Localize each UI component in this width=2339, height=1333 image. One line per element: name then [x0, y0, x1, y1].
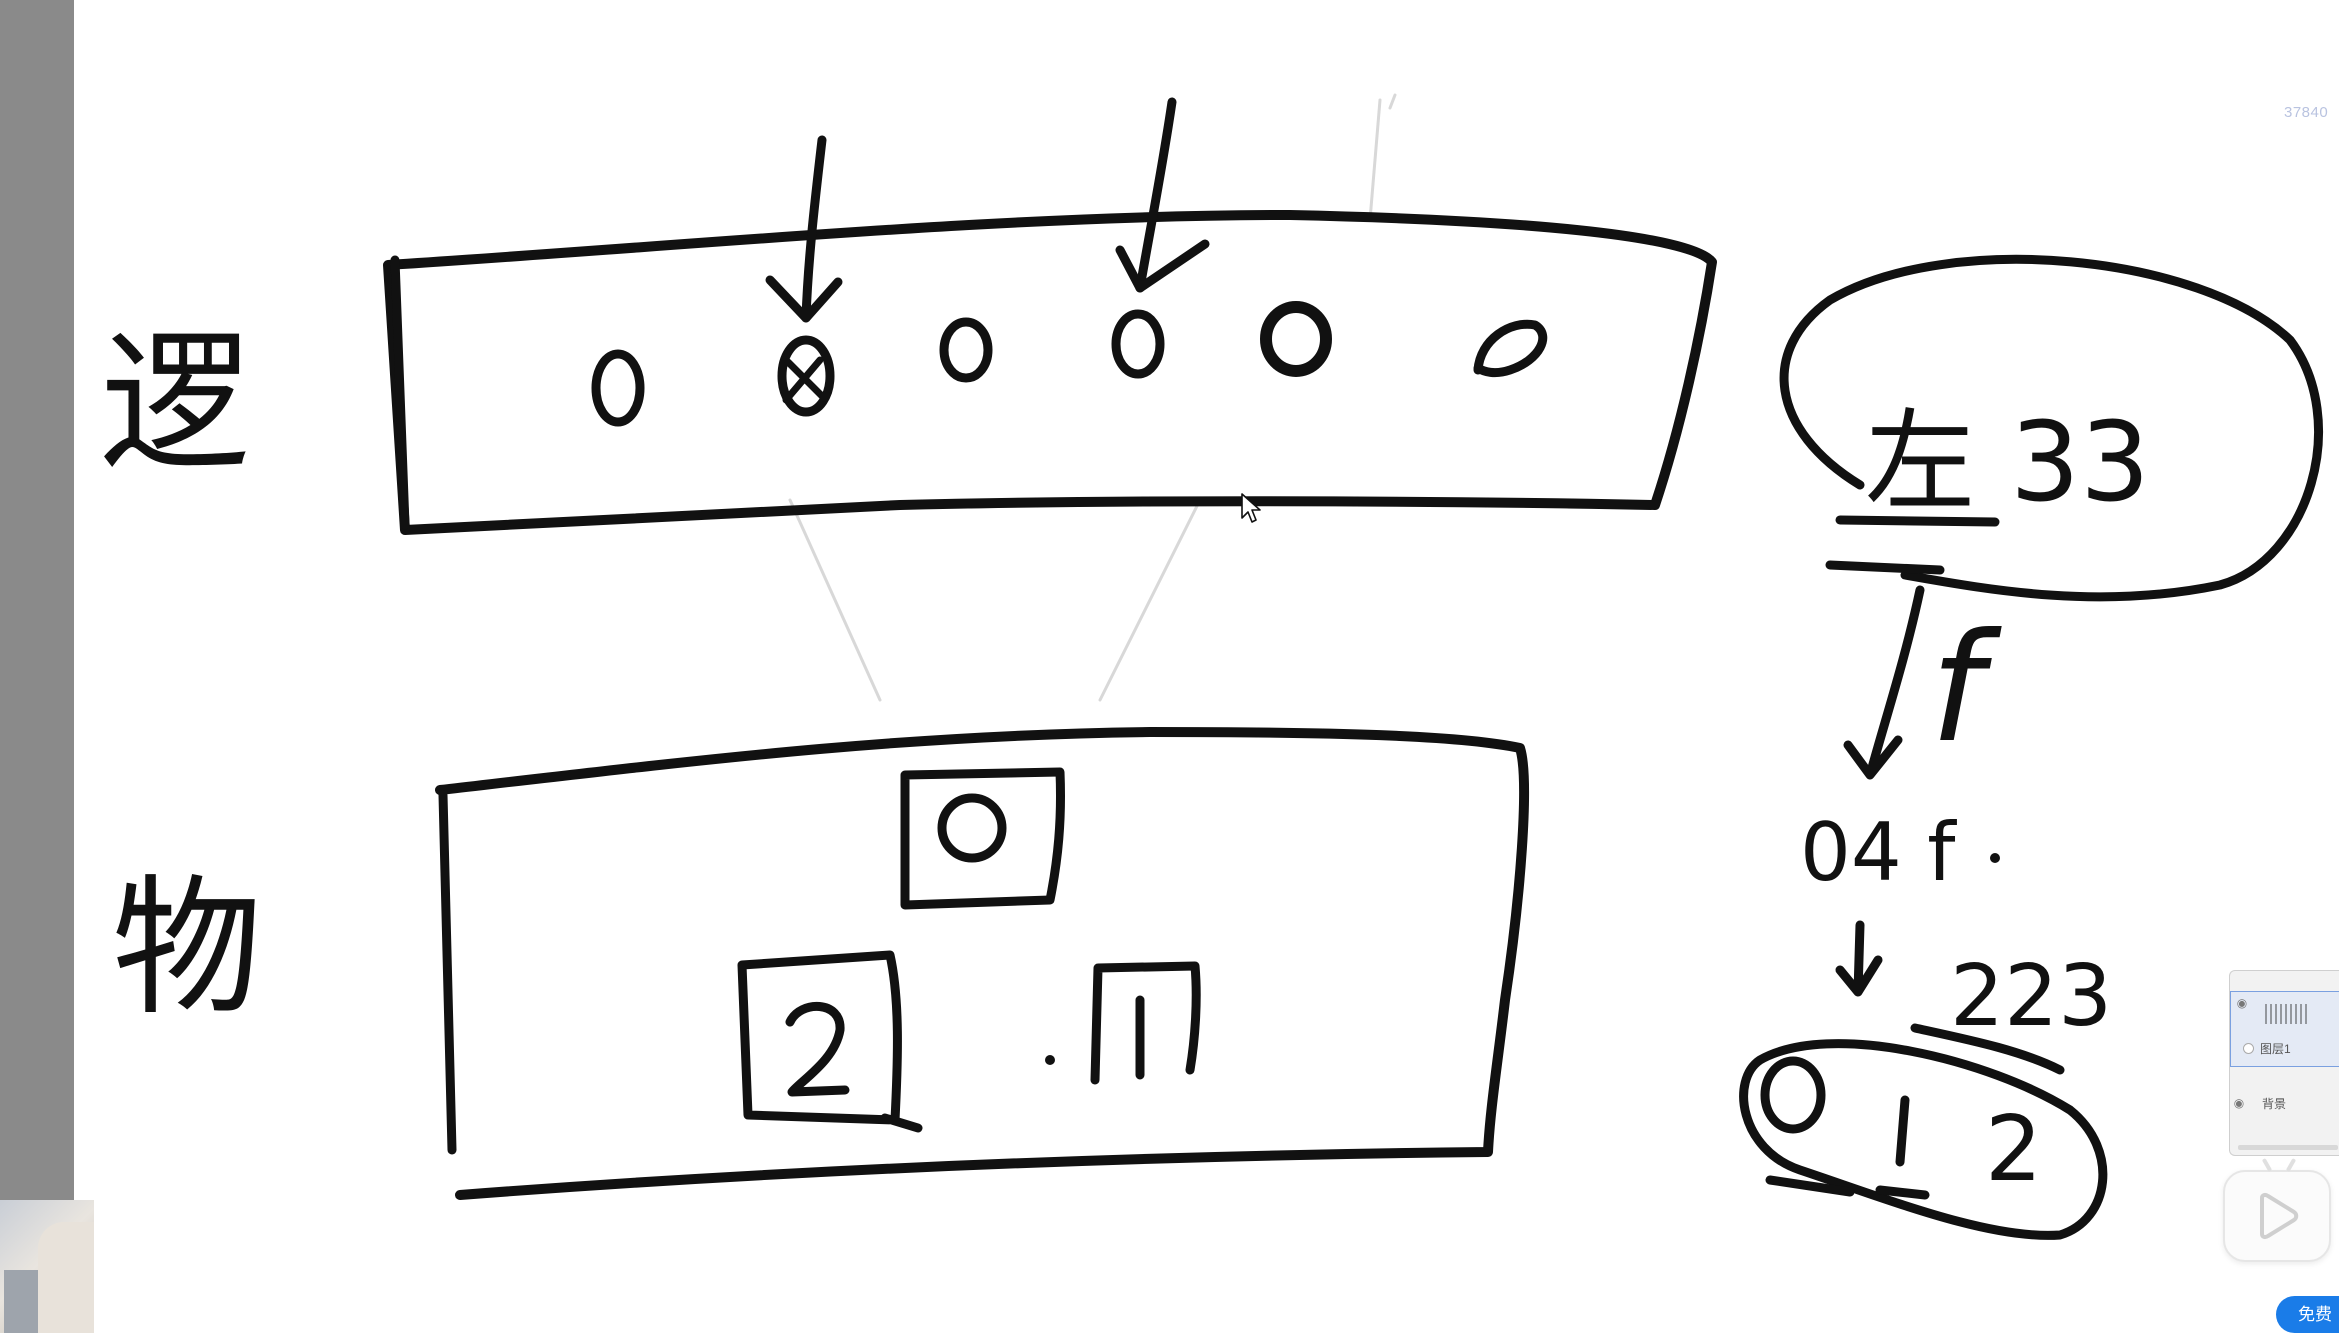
- logic-slot-5: [1260, 301, 1332, 377]
- physical-box-left: [438, 790, 457, 1155]
- layer-1-label: 图层1: [2260, 1042, 2291, 1056]
- annotation-ellipse: [1779, 254, 2323, 602]
- label-logic: 逻: [100, 317, 250, 491]
- background-layer-label: 背景: [2262, 1096, 2287, 1111]
- arrow-1: [801, 135, 827, 323]
- left-side-strip: [0, 0, 74, 1333]
- logic-slot-6: [1473, 319, 1548, 378]
- layer-1-row[interactable]: 图层1: [2243, 1040, 2291, 1057]
- logic-slot-4: [1111, 309, 1165, 379]
- free-button[interactable]: 免费: [2276, 1296, 2339, 1333]
- layer-group-row[interactable]: ◉ 图层1: [2230, 991, 2339, 1067]
- mouse-cursor-icon: [1241, 493, 1261, 523]
- layer-thumbnail: [2265, 1004, 2309, 1024]
- label-physical: 物: [112, 862, 262, 1036]
- play-button[interactable]: [2223, 1157, 2331, 1262]
- annotation-arrow-down: [1843, 585, 1925, 780]
- play-button-ears: [2259, 1157, 2299, 1173]
- annotation-circle-text: 左 33: [1865, 398, 2150, 526]
- annotation-f: f: [1930, 602, 2002, 776]
- ring-value-0: [1760, 1056, 1826, 1134]
- arrow-2: [1135, 97, 1177, 293]
- annotation-mid-text: 04 f: [1800, 806, 1957, 899]
- logic-arrows: [765, 97, 1210, 323]
- faint-sketch-lines: [788, 93, 1397, 702]
- background-layer-row[interactable]: ◉ 背景: [2230, 1089, 2339, 1117]
- logic-slot-2: [777, 335, 835, 417]
- corner-watermark-id: 37840: [2284, 104, 2329, 121]
- eye-icon[interactable]: ◉: [2236, 996, 2248, 1010]
- eye-icon[interactable]: ◉: [2233, 1096, 2245, 1110]
- layer-panel-scrollbar[interactable]: [2238, 1145, 2338, 1150]
- logic-slots: [591, 301, 1548, 427]
- phys-block-top: [900, 767, 1066, 910]
- right-annotation: 左 33 f 04 f 223 2: [1739, 254, 2323, 1240]
- annotation-number: 223: [1950, 947, 2112, 1046]
- phys-block-left: [737, 950, 923, 1133]
- layer-panel: ◉ 图层1 ◉ 背景: [2229, 970, 2339, 1156]
- logic-slot-3: [939, 317, 993, 383]
- phys-block-right: [1090, 961, 1201, 1085]
- annotation-bottom-ring: [1739, 1039, 2108, 1240]
- logic-memory-box: [383, 210, 1717, 535]
- logic-slot-1: [591, 349, 645, 427]
- webcam-overlay: [0, 1200, 94, 1333]
- physical-blocks: [737, 767, 1201, 1133]
- play-icon: [2260, 1192, 2299, 1240]
- annotation-small-arrow: [1835, 920, 1883, 997]
- layer-visibility-dot[interactable]: [2243, 1043, 2254, 1054]
- physical-memory-box: [435, 727, 1529, 1200]
- ring-value-1: [1895, 1095, 1910, 1167]
- ring-value-2: 2: [1985, 1097, 2042, 1202]
- annotation-underline: [1825, 515, 2000, 575]
- logic-box-left-overlap: [390, 255, 410, 530]
